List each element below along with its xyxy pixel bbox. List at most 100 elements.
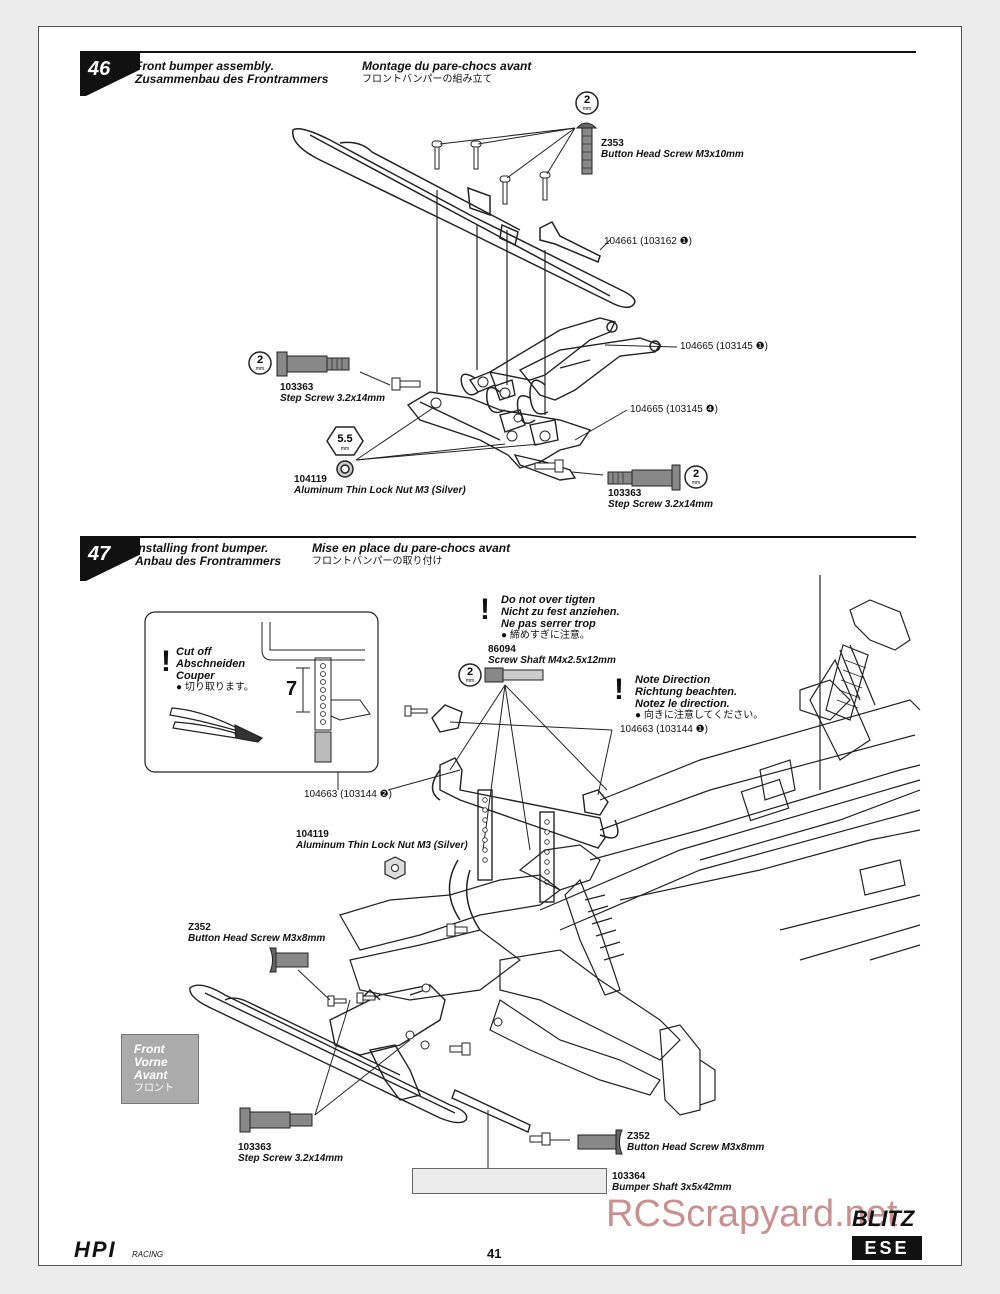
cut-off-note: Cut off Abschneiden Couper ● 切り取ります。	[176, 646, 254, 694]
warning-exclaim-icon-cut: !	[161, 645, 171, 678]
tighten-en: Do not over tigten	[501, 594, 596, 606]
part-desc: Step Screw 3.2x14mm	[608, 499, 714, 510]
ref-104665-4: 104665 (103145 ❹)	[630, 404, 718, 415]
part-number: 86094	[488, 644, 516, 655]
part-number: 103363	[608, 488, 642, 499]
part-desc: Aluminum Thin Lock Nut M3 (Silver)	[296, 840, 468, 851]
part-desc: Step Screw 3.2x14mm	[280, 393, 386, 404]
part-label-z353: Z353 Button Head Screw M3x10mm	[601, 138, 744, 160]
svg-text:2: 2	[467, 666, 473, 678]
ref-104661: 104661 (103162 ❶)	[604, 236, 692, 247]
front-en: Front	[134, 1042, 165, 1056]
watermark: RCScrapyard.net	[606, 1193, 898, 1235]
svg-text:mm: mm	[583, 106, 591, 112]
part-label-104119-47: 104119 Aluminum Thin Lock Nut M3 (Silver…	[296, 829, 468, 851]
part-desc: Screw Shaft M4x2.5x12mm	[488, 655, 616, 666]
cut-fr: Couper	[176, 670, 215, 682]
step-47-title-fr-block: Mise en place du pare-chocs avant フロントバン…	[312, 542, 510, 568]
svg-text:mm: mm	[256, 366, 264, 372]
part-number: 103363	[238, 1142, 272, 1153]
warning-exclaim-icon-direction: !	[614, 673, 624, 706]
bumper-mount-drawing	[431, 704, 609, 903]
step-screw-right-illustration	[607, 464, 681, 491]
direction-jp: ● 向きに注意してください。	[635, 710, 764, 721]
step-46-rule	[80, 51, 916, 53]
step-47-title-en: Installing front bumper.	[135, 541, 269, 555]
step-46-title-jp: フロントバンパーの組み立て	[362, 74, 493, 85]
step-46-title-fr-block: Montage du pare-chocs avant フロントバンパーの組み立…	[362, 60, 531, 86]
step-47-title-jp: フロントバンパーの取り付け	[312, 556, 443, 567]
part-number: 104119	[294, 474, 327, 485]
front-suspension-drawing	[339, 844, 716, 1116]
screw-shaft-illustration	[484, 667, 544, 683]
racing-logo-text: RACING	[132, 1250, 164, 1259]
svg-text:mm: mm	[466, 678, 474, 684]
step-47-title: Installing front bumper. Anbau des Front…	[135, 542, 281, 568]
front-fr: Avant	[134, 1068, 168, 1082]
part-label-104119: 104119 Aluminum Thin Lock Nut M3 (Silver…	[294, 474, 466, 496]
pliers-icon	[169, 707, 264, 743]
part-number: 104119	[296, 829, 329, 840]
part-number: Z352	[188, 922, 211, 933]
z352-screw-top-illustration	[269, 947, 309, 973]
part-label-z352-top: Z352 Button Head Screw M3x8mm	[188, 922, 325, 944]
part-number: Z353	[601, 138, 624, 149]
step-screw-47-illustration	[239, 1107, 313, 1133]
part-label-86094: 86094 Screw Shaft M4x2.5x12mm	[488, 644, 616, 666]
part-desc: Step Screw 3.2x14mm	[238, 1153, 344, 1164]
svg-text:2: 2	[584, 94, 590, 106]
part-desc: Button Head Screw M3x8mm	[188, 933, 326, 944]
part-number: 103363	[280, 382, 314, 393]
part-desc: Button Head Screw M3x10mm	[601, 149, 744, 160]
hex-5.5mm-icon	[326, 426, 364, 478]
step-47-rule	[80, 536, 916, 538]
step-46-title-en: Front bumper assembly.	[135, 59, 274, 73]
front-de: Vorne	[134, 1055, 168, 1069]
part-label-z352-bottom: Z352 Button Head Screw M3x8mm	[627, 1131, 764, 1153]
cut-de: Abschneiden	[176, 658, 246, 670]
z353-screw-illustration	[575, 122, 598, 175]
front-indicator: Front Vorne Avant フロント	[121, 1034, 199, 1104]
part-label-103363-left: 103363 Step Screw 3.2x14mm	[280, 382, 385, 404]
part-label-103363-right: 103363 Step Screw 3.2x14mm	[608, 488, 713, 510]
part-desc: Bumper Shaft 3x5x42mm	[612, 1182, 732, 1193]
direction-fr: Notez le direction.	[635, 698, 730, 710]
step-46-title-fr: Montage du pare-chocs avant	[362, 59, 532, 73]
step-screw-left-illustration	[276, 351, 350, 377]
hpi-logo: HPI	[74, 1237, 117, 1262]
svg-text:2: 2	[257, 354, 263, 366]
ref-104663-1: 104663 (103144 ❶)	[620, 724, 708, 735]
cut-measure: 7	[286, 678, 298, 700]
svg-text:5.5: 5.5	[337, 433, 352, 445]
front-arms-drawing	[488, 317, 662, 401]
svg-text:mm: mm	[341, 446, 349, 452]
do-not-overtighten-note: Do not over tigten Nicht zu fest anziehe…	[501, 594, 620, 642]
tighten-de: Nicht zu fest anziehen.	[501, 606, 620, 618]
step-47-title-de: Anbau des Frontrammers	[135, 554, 282, 568]
hex-2mm-icon-top	[575, 91, 599, 115]
step-46-title-de: Zusammenbau des Frontrammers	[135, 72, 329, 86]
blitz-logo: BLITZ	[852, 1206, 915, 1231]
z352-screw-bottom-illustration	[577, 1129, 623, 1155]
front-jp: フロント	[134, 1083, 174, 1094]
direction-de: Richtung beachten.	[635, 686, 738, 698]
tighten-fr: Ne pas serrer trop	[501, 618, 596, 630]
svg-text:2: 2	[693, 468, 699, 480]
part-label-103363-47: 103363 Step Screw 3.2x14mm	[238, 1142, 343, 1164]
part-label-103364: 103364 Bumper Shaft 3x5x42mm	[612, 1171, 732, 1193]
direction-en: Note Direction	[635, 674, 711, 686]
front-bumper-drawing	[292, 128, 636, 309]
step-46-title: Front bumper assembly. Zusammenbau des F…	[135, 60, 328, 86]
cut-jp: ● 切り取ります。	[176, 682, 254, 693]
warning-exclaim-icon-tighten: !	[480, 593, 490, 626]
ref-104663-2: 104663 (103144 ❷)	[304, 789, 392, 800]
ese-logo: ESE	[852, 1236, 922, 1260]
tighten-jp: ● 締めすぎに注意。	[501, 630, 590, 641]
step-47-title-fr: Mise en place du pare-chocs avant	[312, 541, 511, 555]
svg-text:mm: mm	[692, 480, 700, 486]
part-desc: Button Head Screw M3x8mm	[627, 1142, 765, 1153]
part-number: 103364	[612, 1171, 646, 1182]
bulkhead-drawing	[406, 371, 592, 481]
